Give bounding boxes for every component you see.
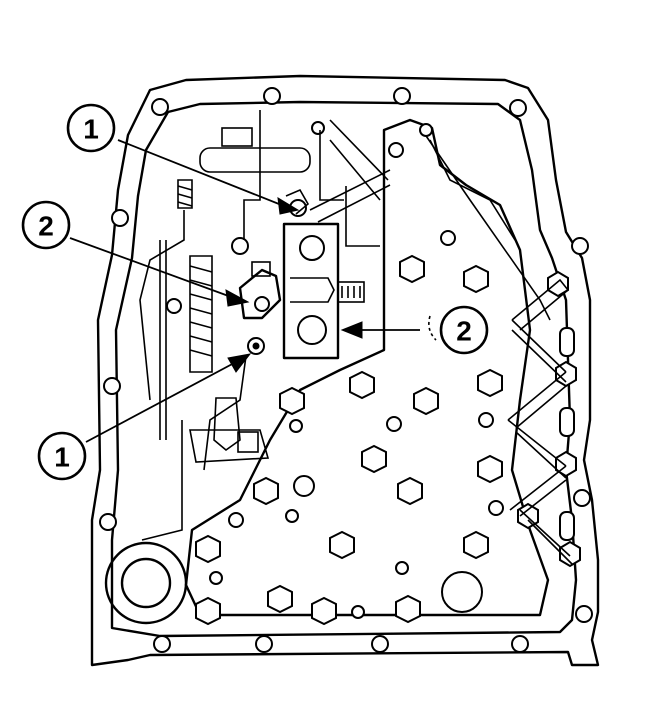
bolt-hole xyxy=(99,513,117,531)
hex-bolt xyxy=(311,596,337,626)
arrowhead xyxy=(277,197,300,215)
tube-segment xyxy=(559,407,575,437)
spool-housing xyxy=(199,147,311,173)
perimeter-bolt-holes xyxy=(99,87,593,653)
arrowhead xyxy=(227,353,252,373)
hex-bolt xyxy=(279,386,305,416)
hex-bolt xyxy=(395,594,421,624)
small-hole xyxy=(388,142,404,158)
small-hole xyxy=(386,416,402,432)
callout-1-bottom: 1 xyxy=(37,431,87,481)
tube-segment xyxy=(559,511,575,541)
callout-2-right-label: 2 xyxy=(456,316,472,347)
large-bore xyxy=(104,541,188,625)
bolt-hole xyxy=(511,635,529,653)
hex-bolt xyxy=(477,454,503,484)
callout-2-right: 2 xyxy=(439,305,489,355)
large-hole xyxy=(441,571,483,613)
small-hole xyxy=(351,605,365,619)
callout-1-bottom-label: 1 xyxy=(54,442,70,473)
small-connector xyxy=(237,431,259,453)
bolt-hole xyxy=(151,98,169,116)
hex-bolt xyxy=(195,534,221,564)
small-hole xyxy=(228,512,244,528)
bolt-hole xyxy=(575,605,593,623)
hex-bolt xyxy=(267,584,293,614)
bolt-hole xyxy=(573,489,591,507)
bolt-hole xyxy=(571,237,589,255)
arrowhead xyxy=(225,289,250,307)
bolt-hole xyxy=(509,99,527,117)
block-hole xyxy=(299,235,325,261)
hex-bolt xyxy=(195,596,221,626)
hex-bolt xyxy=(399,254,425,284)
left-side-components xyxy=(139,179,270,541)
small-hole xyxy=(289,419,303,433)
small-hole xyxy=(209,571,223,585)
small-hole xyxy=(395,561,409,575)
manual-valve-linkage xyxy=(203,188,310,471)
bolt-hole xyxy=(255,635,273,653)
arrowhead xyxy=(340,321,363,339)
connector xyxy=(337,281,365,303)
leader-line-2-left xyxy=(69,237,235,299)
bolt-hole xyxy=(371,635,389,653)
hex-bolt xyxy=(397,476,423,506)
hex-bolt xyxy=(253,476,279,506)
bolt-hole xyxy=(111,209,129,227)
valve-body-plate xyxy=(184,118,551,617)
bolt-hole xyxy=(103,377,121,395)
callout-1-top: 1 xyxy=(66,103,116,153)
hex-bolt xyxy=(559,540,581,568)
leader-line-1-top xyxy=(117,139,285,207)
fluid-passage-tubes xyxy=(507,278,575,565)
small-hole xyxy=(311,121,325,135)
small-hole xyxy=(231,237,249,255)
detent-pin xyxy=(166,298,182,314)
callout-2-left: 2 xyxy=(21,200,71,250)
hex-bolt xyxy=(329,530,355,560)
hex-bolt xyxy=(361,444,387,474)
bolt-hole xyxy=(263,87,281,105)
small-hole xyxy=(285,509,299,523)
tube-segment xyxy=(559,327,575,357)
bolt-hole xyxy=(153,635,171,653)
hex-bolt xyxy=(463,530,489,560)
leader-line-1-bottom xyxy=(85,361,237,443)
valve-body-small-holes xyxy=(209,121,504,619)
callout-2-left-label: 2 xyxy=(38,211,54,242)
upper-component-block xyxy=(199,110,391,360)
linkage-pivot xyxy=(254,296,270,312)
block-hole xyxy=(297,315,327,345)
bolt-hole xyxy=(393,87,411,105)
callout-leader-lines xyxy=(69,139,437,443)
hex-bolt xyxy=(349,370,375,400)
small-hole xyxy=(488,500,504,516)
hex-bolt xyxy=(413,386,439,416)
callout-1-top-label: 1 xyxy=(83,114,99,145)
small-hole xyxy=(293,475,315,497)
small-hole xyxy=(440,230,456,246)
hex-bolt xyxy=(463,264,489,294)
hex-bolt xyxy=(477,368,503,398)
bracket xyxy=(221,127,253,147)
valve-body-bolts xyxy=(195,254,581,626)
small-hole xyxy=(478,412,494,428)
lever-tab xyxy=(251,261,271,277)
small-hole xyxy=(419,123,433,137)
